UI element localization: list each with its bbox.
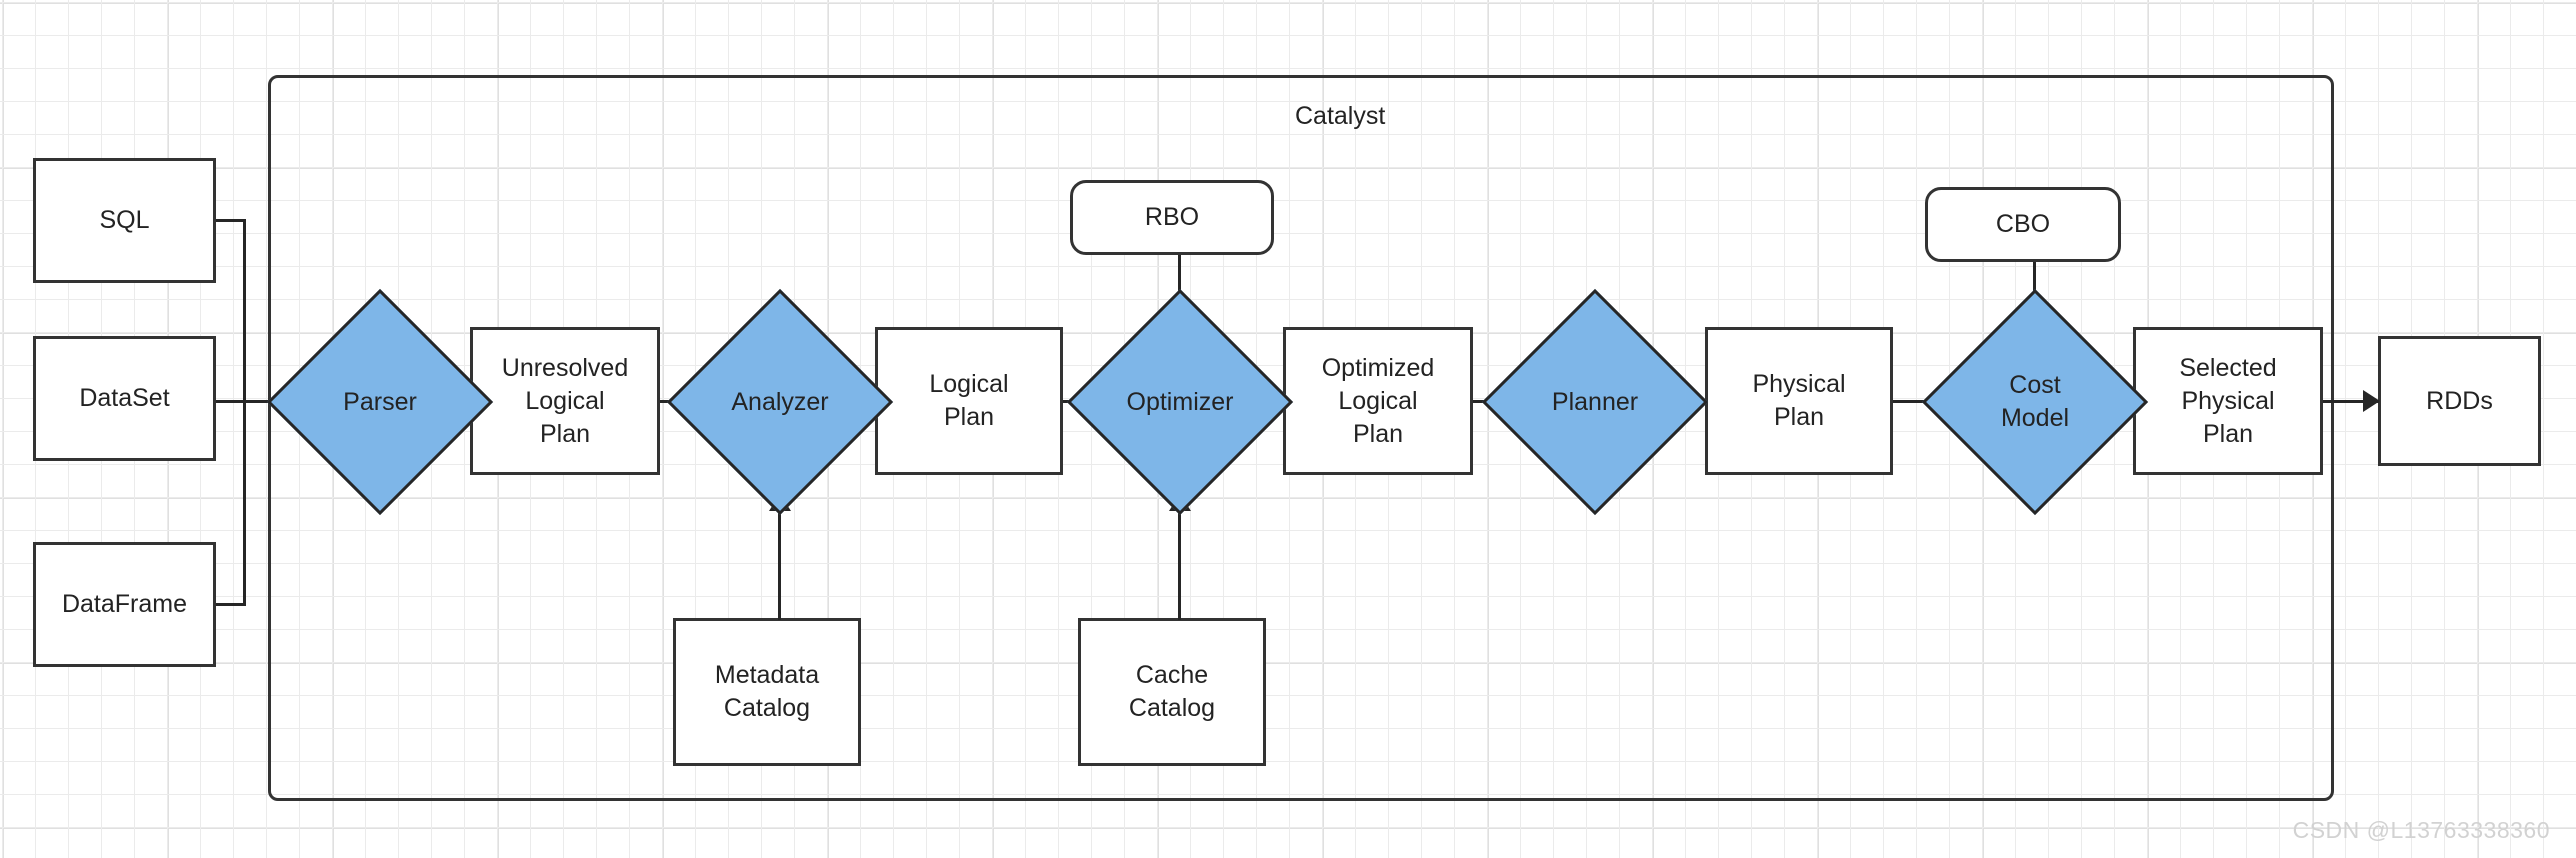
- analyzer-diamond-shape: [666, 288, 894, 516]
- edge-dataframe-up: [243, 400, 246, 606]
- arrow-spp-to-rdds: [2363, 390, 2380, 412]
- process-optimizer[interactable]: Optimizer: [1066, 288, 1294, 516]
- edge-spp-to-rdds: [2323, 400, 2379, 403]
- node-rbo[interactable]: RBO: [1070, 180, 1274, 255]
- node-optimized-logical-plan[interactable]: Optimized Logical Plan: [1283, 327, 1473, 475]
- input-box-dataset-label: DataSet: [79, 384, 170, 412]
- node-cbo[interactable]: CBO: [1925, 187, 2121, 262]
- process-cost-model[interactable]: Cost Model: [1921, 288, 2149, 516]
- node-physical-plan-label: Physical Plan: [1752, 370, 1846, 431]
- node-unresolved-logical-plan[interactable]: Unresolved Logical Plan: [470, 327, 660, 475]
- edge-dataframe-out: [216, 603, 246, 606]
- planner-diamond-shape: [1481, 288, 1709, 516]
- node-rdds[interactable]: RDDs: [2378, 336, 2541, 466]
- node-rdds-label: RDDs: [2426, 386, 2493, 415]
- process-planner[interactable]: Planner: [1481, 288, 1709, 516]
- node-physical-plan[interactable]: Physical Plan: [1705, 327, 1893, 475]
- input-box-sql[interactable]: SQL: [33, 158, 216, 283]
- node-unresolved-logical-plan-label: Unresolved Logical Plan: [501, 353, 629, 448]
- node-selected-physical-plan-label: Selected Physical Plan: [2179, 353, 2277, 448]
- process-analyzer[interactable]: Analyzer: [666, 288, 894, 516]
- node-rbo-label: RBO: [1144, 203, 1200, 231]
- edge-metadata-to-analyzer: [778, 510, 781, 620]
- node-optimized-logical-plan-label: Optimized Logical Plan: [1321, 353, 1435, 448]
- node-cache-catalog-label: Cache Catalog: [1128, 661, 1216, 722]
- node-selected-physical-plan[interactable]: Selected Physical Plan: [2133, 327, 2323, 475]
- input-box-sql-label: SQL: [99, 206, 150, 234]
- edge-cache-to-optimizer: [1178, 510, 1181, 620]
- edge-inputs-to-parser: [216, 400, 306, 403]
- input-box-dataframe[interactable]: DataFrame: [33, 542, 216, 667]
- edge-cbo-to-costmodel: [2033, 262, 2036, 308]
- edge-pp-to-costmodel: [1893, 400, 1945, 403]
- catalyst-title: Catalyst: [1295, 102, 1386, 130]
- input-box-dataset[interactable]: DataSet: [33, 336, 216, 461]
- catalyst-container: [268, 75, 2334, 801]
- edge-rbo-to-optimizer: [1178, 255, 1181, 307]
- node-logical-plan[interactable]: Logical Plan: [875, 327, 1063, 475]
- node-metadata-catalog-label: Metadata Catalog: [714, 661, 820, 722]
- edge-sql-down: [243, 219, 246, 402]
- process-parser[interactable]: Parser: [266, 288, 494, 516]
- cost-model-diamond-shape: [1921, 288, 2149, 516]
- watermark: CSDN @L13763338360: [2292, 817, 2550, 843]
- optimizer-diamond-shape: [1066, 288, 1294, 516]
- parser-diamond-shape: [266, 288, 494, 516]
- node-cache-catalog[interactable]: Cache Catalog: [1078, 618, 1266, 766]
- node-metadata-catalog[interactable]: Metadata Catalog: [673, 618, 861, 766]
- edge-sql-out: [216, 219, 246, 222]
- node-cbo-label: CBO: [1995, 210, 2051, 238]
- input-box-dataframe-label: DataFrame: [61, 590, 188, 618]
- node-logical-plan-label: Logical Plan: [929, 370, 1009, 431]
